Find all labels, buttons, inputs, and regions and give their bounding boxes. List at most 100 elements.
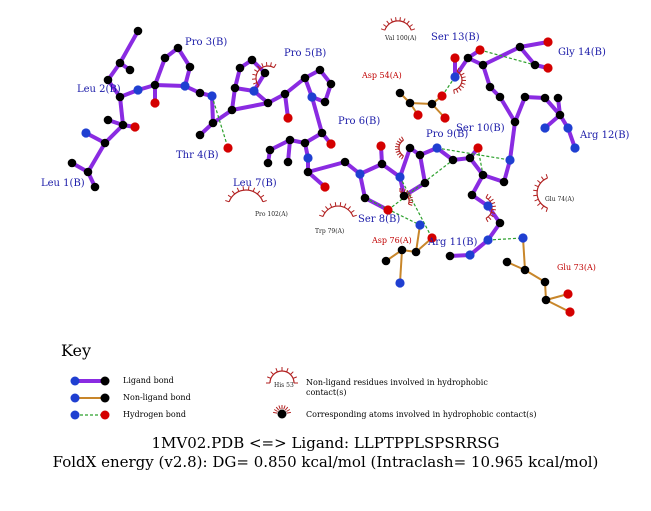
key-non-ligand-bond-sample (70, 393, 110, 403)
caption-line-2: FoldX energy (v2.8): DG= 0.850 kcal/mol … (52, 453, 599, 471)
hydrogen-bond (387, 159, 454, 211)
carbon-atom (118, 120, 128, 130)
label-asp54: Asp 54(A) (361, 71, 402, 80)
carbon-atom (173, 43, 183, 53)
oxygen-atom (427, 233, 437, 243)
carbon-atom (90, 182, 100, 192)
label-ser8: Ser 8(B) (358, 214, 400, 225)
ligand-bond (154, 83, 186, 88)
ligand-bond (508, 121, 517, 161)
hydrophobic-arc-ticks (533, 174, 548, 212)
carbon-atom (230, 83, 240, 93)
caption-line-1: 1MV02.PDB <=> Ligand: LLPTPPLSPSRRSG (151, 434, 500, 452)
carbon-atom (195, 130, 205, 140)
key-non-ligand-bond-label: Non-ligand bond (123, 393, 191, 402)
carbon-atom (360, 193, 370, 203)
label-val100: Val 100(A) (384, 35, 417, 42)
oxygen-atom (543, 63, 553, 73)
carbon-atom (399, 191, 409, 201)
carbon-atom (300, 73, 310, 83)
carbon-atom (263, 158, 273, 168)
carbon-atom (515, 42, 525, 52)
carbon-atom (540, 277, 550, 287)
hydrophobic-arc-ticks (225, 186, 267, 203)
carbon-atom (495, 92, 505, 102)
label-ser10: Ser 10(B) (456, 123, 505, 134)
carbon-atom (510, 117, 520, 127)
key-title: Key (61, 341, 92, 360)
oxygen-atom (475, 45, 485, 55)
carbon-atom (340, 157, 350, 167)
carbon-atom (485, 82, 495, 92)
oxygen-atom (565, 307, 575, 317)
oxygen-atom (563, 289, 573, 299)
carbon-atom (415, 150, 425, 160)
oxygen-atom (283, 113, 293, 123)
carbon-atom (265, 145, 275, 155)
nitrogen-atom (432, 143, 442, 153)
label-glu73: Glu 73(A) (557, 263, 596, 272)
nitrogen-atom (570, 143, 580, 153)
non-ligand-bond (522, 237, 526, 271)
key-nonligand-hydrophobic-label: Non-ligand residues involved in hydropho… (306, 378, 488, 397)
carbon-atom (463, 53, 473, 63)
nitrogen-atom (355, 169, 365, 179)
carbon-atom (315, 65, 325, 75)
hydrogen-bonds (211, 49, 536, 241)
carbon-atom (555, 110, 565, 120)
carbon-atom (478, 170, 488, 180)
oxygen-atom (440, 113, 450, 123)
oxygen-atom (150, 98, 160, 108)
label-leu1: Leu 1(B) (41, 178, 85, 189)
hydrophobic-arcs (225, 17, 548, 223)
label-leu2: Leu 2(B) (77, 84, 121, 95)
oxygen-atom (437, 91, 447, 101)
label-thr4: Thr 4(B) (176, 150, 219, 161)
hydrophobic-arc-ticks (380, 17, 416, 31)
carbon-atom (208, 118, 218, 128)
nitrogen-atom (505, 155, 515, 165)
ligand-bond (498, 95, 517, 124)
carbon-atom (520, 92, 530, 102)
carbon-atom (495, 218, 505, 228)
label-pro3: Pro 3(B) (185, 37, 227, 48)
carbon-atom (67, 158, 77, 168)
nitrogen-atom (180, 81, 190, 91)
label-arg12: Arg 12(B) (579, 130, 630, 141)
carbon-atom (235, 63, 245, 73)
key-hydrogen-bond-sample (70, 410, 110, 420)
hydrophobic-arc (255, 65, 275, 87)
carbon-atom (133, 26, 143, 36)
nitrogen-atom (249, 86, 259, 96)
hydrogen-bond (487, 237, 524, 241)
hydrophobic-arc-ticks (485, 193, 496, 223)
oxygen-atom (450, 53, 460, 63)
ligand-bond (418, 154, 427, 184)
carbon-atom (260, 68, 270, 78)
carbon-atom (397, 245, 407, 255)
nitrogen-atom (540, 123, 550, 133)
carbon-atom (427, 99, 437, 109)
label-pro102: Pro 102(A) (255, 211, 288, 218)
label-gly14: Gly 14(B) (558, 47, 606, 58)
oxygen-atom (130, 122, 140, 132)
hydrogen-bond (211, 95, 229, 149)
hydrogen-bond (477, 147, 484, 176)
key-corresponding-atom-sample (273, 405, 291, 419)
hydrophobic-arc (398, 139, 404, 157)
ligand-bond (231, 101, 269, 112)
key-his-hydrophobic-sample: His 53 (266, 367, 298, 389)
carbon-atom (263, 98, 273, 108)
carbon-atom (411, 247, 421, 257)
nitrogen-atom (483, 235, 493, 245)
carbon-atom (185, 62, 195, 72)
carbon-atom (115, 58, 125, 68)
caption: 1MV02.PDB <=> Ligand: LLPTPPLSPSRRSG Fol… (0, 434, 651, 472)
carbon-atom (448, 155, 458, 165)
carbon-atom (150, 80, 160, 90)
carbon-atom (103, 75, 113, 85)
label-pro6: Pro 6(B) (338, 116, 380, 127)
carbon-atom (520, 265, 530, 275)
ligand-bond (153, 57, 167, 86)
